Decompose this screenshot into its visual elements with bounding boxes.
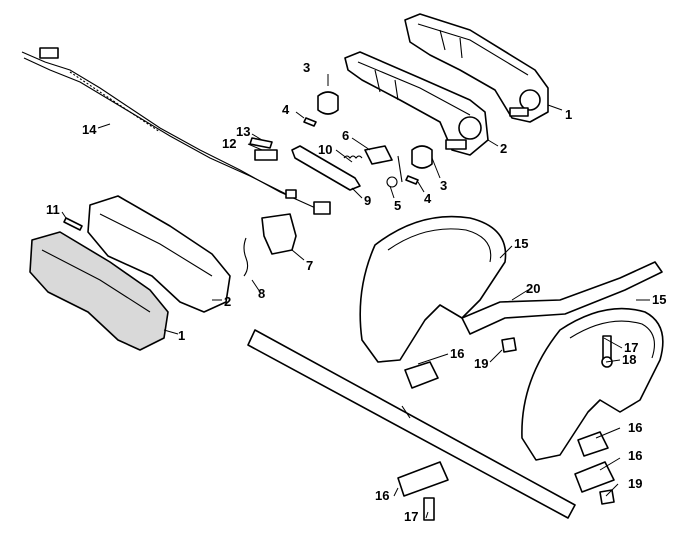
- callout-label: 4: [282, 102, 290, 117]
- housing-half-lower: [344, 51, 489, 156]
- callout-label: 1: [565, 107, 572, 122]
- callout-label: 16: [628, 448, 642, 463]
- callout-label: 7: [306, 258, 313, 273]
- small-parts: [63, 91, 433, 277]
- callout-label: 5: [394, 198, 401, 213]
- callout-label: 17: [624, 340, 638, 355]
- callout-label: 9: [364, 193, 371, 208]
- callout-labels: 1 1 2 2 3 3 4 4 5 6 7 8 9 10 11 12 13 14…: [46, 60, 666, 524]
- callout-label: 10: [318, 142, 332, 157]
- callout-label: 16: [375, 488, 389, 503]
- callout-label: 12: [222, 136, 236, 151]
- callout-label: 15: [652, 292, 666, 307]
- callout-label: 2: [224, 294, 231, 309]
- clamp-parts: [397, 335, 615, 521]
- callout-label: 18: [622, 352, 636, 367]
- leader-lines: [61, 74, 650, 519]
- callout-label: 3: [303, 60, 310, 75]
- handle-grip-half: [29, 231, 169, 351]
- callout-label: 4: [424, 191, 432, 206]
- callout-label: 19: [474, 356, 488, 371]
- callout-label: 15: [514, 236, 528, 251]
- callout-label: 8: [258, 286, 265, 301]
- callout-label: 20: [526, 281, 540, 296]
- callout-label: 11: [46, 202, 60, 217]
- callout-label: 19: [628, 476, 642, 491]
- callout-label: 16: [450, 346, 464, 361]
- callout-label: 6: [342, 128, 349, 143]
- wiring-harness: [21, 47, 331, 215]
- loop-handle-upper: [359, 215, 507, 363]
- callout-label: 13: [236, 124, 250, 139]
- callout-label: 14: [82, 122, 97, 137]
- callout-label: 1: [178, 328, 185, 343]
- handle-bar-bracket: [461, 261, 663, 335]
- callout-label: 17: [404, 509, 418, 524]
- callout-label: 16: [628, 420, 642, 435]
- callout-label: 2: [500, 141, 507, 156]
- callout-label: 3: [440, 178, 447, 193]
- handle-housing-half: [87, 195, 231, 313]
- loop-handle-lower: [521, 307, 664, 461]
- housing-half-upper: [404, 13, 549, 123]
- drive-tube: [247, 329, 576, 519]
